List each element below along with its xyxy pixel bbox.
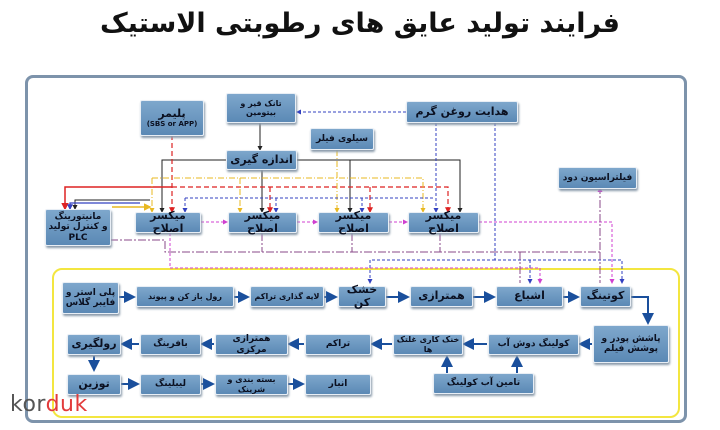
plc-label-3: PLC <box>68 232 88 243</box>
red-lines <box>169 135 451 214</box>
yellow-lines <box>149 150 426 213</box>
plc-label-1: مانیتورینگ <box>54 211 102 222</box>
bitumen-tank-box: تانک قیر و بیتومین <box>226 93 296 123</box>
center-alignment-box: همترازی مرکزی <box>215 334 288 355</box>
pink-lines <box>169 219 615 284</box>
mixer-box: میکسر اصلاح <box>228 209 297 234</box>
powder-film-box: پاشش پودر و پوشش فیلم <box>593 325 669 363</box>
mixer-box: میکسر اصلاح <box>318 209 389 234</box>
rolling-box: رولگیری <box>67 334 121 355</box>
labeling-box: لیبلینگ <box>140 374 201 395</box>
korduk-logo: korduk <box>10 392 88 417</box>
page-title: فرایند تولید عایق های رطوبتی الاستیک <box>100 8 620 39</box>
outer-frame <box>25 75 687 423</box>
polymer-sub-label: (SBS or APP) <box>146 120 198 129</box>
dryer-box: خشک کن <box>338 283 386 308</box>
blue-lines <box>182 109 625 284</box>
plc-label-2: و کنترل تولید <box>48 222 108 233</box>
roller-cooling-box: خنک کاری غلتک ها <box>393 334 463 355</box>
water-shower-cooling-box: کولینگ دوش آب <box>488 334 579 355</box>
black-lines <box>72 123 463 213</box>
saturation-box: اشباع <box>496 286 563 307</box>
smoke-filtration-box: فیلتراسیون دود <box>558 167 637 189</box>
filler-silo-box: سیلوی فیلر <box>310 128 374 150</box>
measuring-box: اندازه گیری <box>226 150 297 170</box>
coating-box: کوتینگ <box>580 286 631 307</box>
polymer-box: پلیمر(SBS or APP) <box>140 100 204 136</box>
packing-shrink-box: بسته بندی و شرینک <box>215 374 288 395</box>
polymer-label: پلیمر <box>158 106 186 120</box>
buffering-box: بافرینگ <box>140 334 201 355</box>
production-line-frame <box>52 268 680 418</box>
layering-box: لایه گذاری تراکم <box>250 286 324 307</box>
compaction-box: تراکم <box>305 334 371 355</box>
warehouse-box: انبار <box>305 374 371 395</box>
unwinder-splice-box: رول باز کن و پیوند <box>136 286 234 307</box>
process-arrows <box>88 291 654 390</box>
hot-oil-box: هدایت روغن گرم <box>406 101 518 123</box>
mixer-box: میکسر اصلاح <box>135 209 201 234</box>
purple-lines <box>110 187 603 283</box>
weighing-box: توزین <box>67 374 121 395</box>
mixer-box: میکسر اصلاح <box>408 209 479 234</box>
cooling-water-supply-box: تامین آب کولینگ <box>433 373 534 394</box>
polyester-fiberglass-box: پلی استر و فایبر گلاس <box>62 282 119 314</box>
alignment-box: همترازی <box>410 286 473 307</box>
